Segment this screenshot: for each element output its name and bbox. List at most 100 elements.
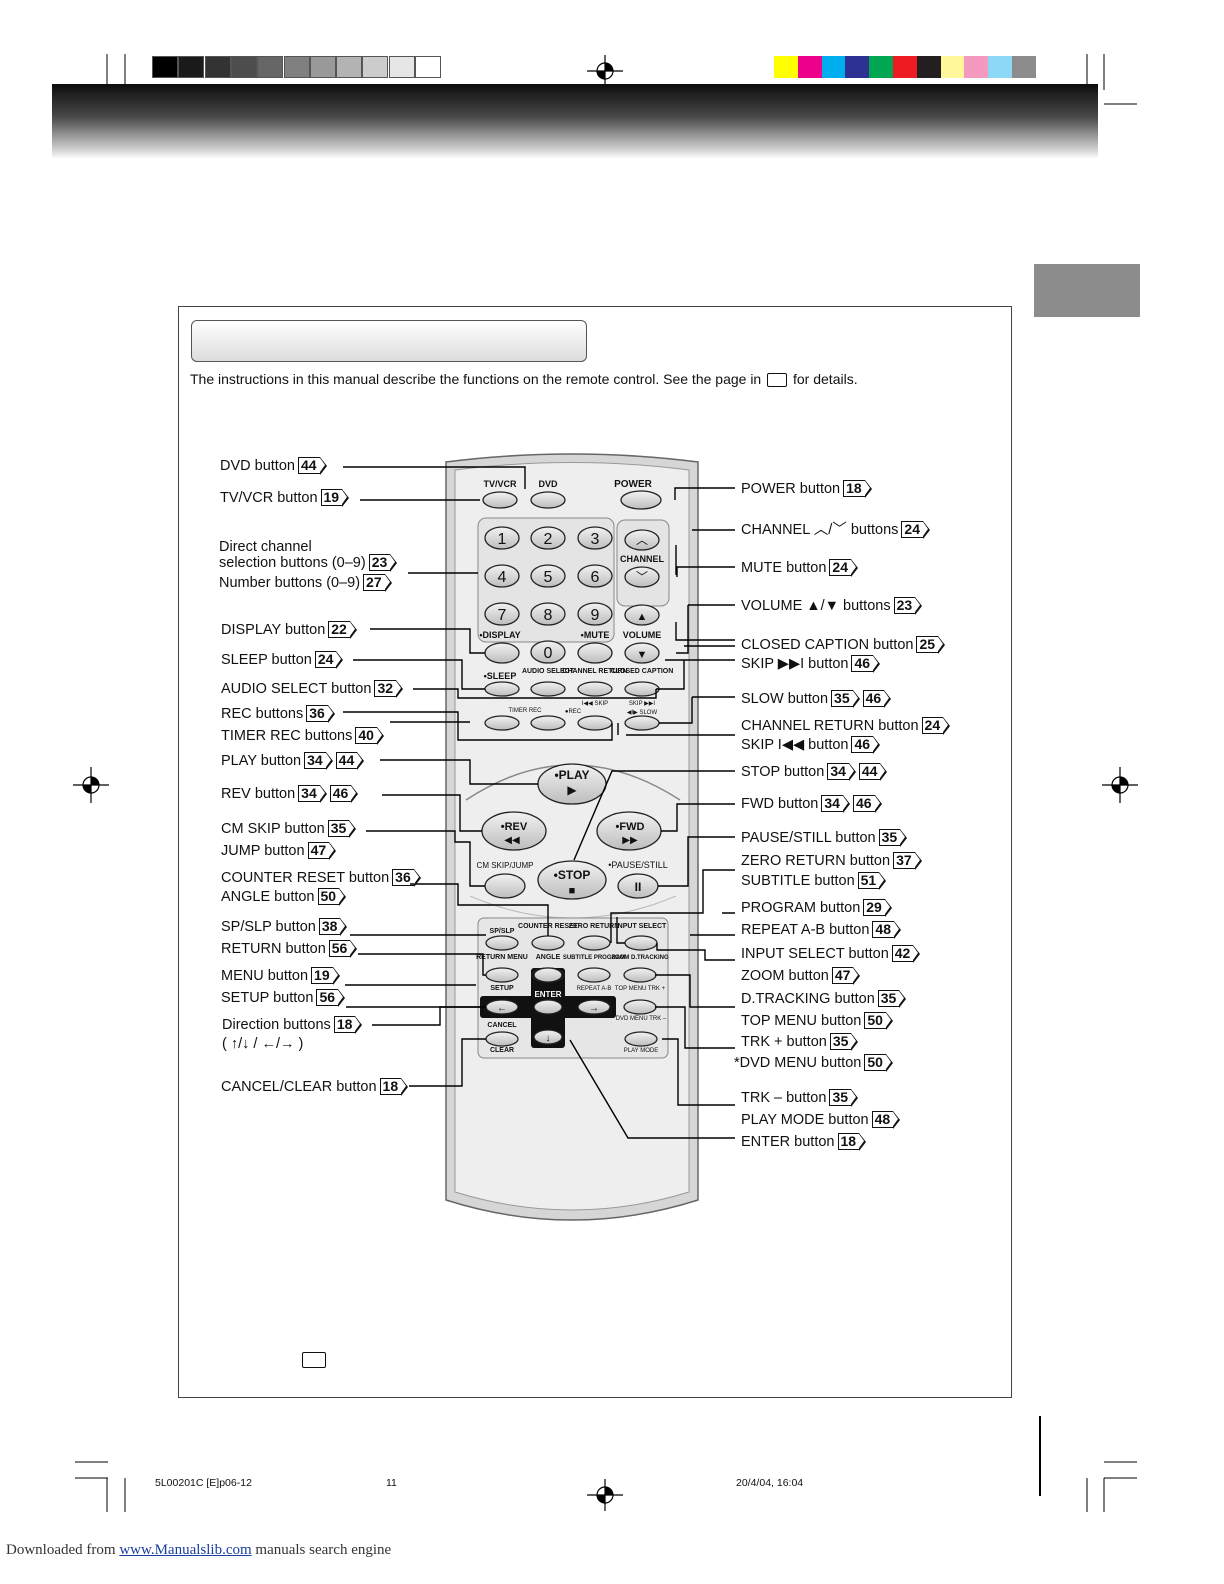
page-reference: 56 [316, 988, 345, 1007]
counter-reset-button[interactable] [531, 935, 565, 951]
page-reference: 46 [851, 735, 880, 754]
page-reference: 34 [304, 751, 333, 770]
leader-line [659, 697, 693, 724]
skip-back-button[interactable] [577, 715, 613, 731]
digit-0-button[interactable] [530, 640, 566, 664]
dvd-menu-trk-minus-button[interactable] [624, 1031, 658, 1047]
sp-slp-button[interactable] [485, 935, 519, 951]
channel-down-icon: ﹀ [636, 570, 648, 584]
label-text: TOP MENU button [741, 1013, 862, 1029]
label-text: D.TRACKING button [741, 991, 875, 1007]
pause-icon: II [635, 880, 642, 894]
cm-skip-button[interactable] [484, 873, 526, 899]
page-reference: 40 [355, 726, 384, 745]
leader-line [358, 953, 486, 976]
direction-up-button[interactable] [533, 967, 563, 983]
sleep-button[interactable] [484, 681, 520, 697]
channel-return-button[interactable] [577, 681, 613, 697]
page-reference: 35 [877, 989, 906, 1008]
gray-swatch [152, 56, 178, 78]
gray-swatch [362, 56, 389, 78]
direction-right-button[interactable] [577, 999, 611, 1015]
slow-button[interactable] [624, 715, 660, 731]
page-reference: 23 [368, 553, 397, 572]
stop-button[interactable] [537, 860, 607, 900]
digit-7-button[interactable] [484, 602, 520, 626]
label-text: Number buttons (0–9) [219, 575, 361, 591]
volume-down-button[interactable] [624, 642, 660, 664]
leader-line [382, 794, 482, 832]
channel-up-button[interactable] [624, 529, 660, 551]
page-reference: 51 [857, 871, 886, 890]
power-button[interactable] [620, 490, 662, 510]
enter-button[interactable] [533, 999, 563, 1015]
zoom-dtracking-label: ZOOM D.TRACKING [611, 955, 669, 961]
gray-swatch [309, 56, 336, 78]
digit-3-button[interactable] [577, 526, 613, 550]
channel-label: CHANNEL [620, 554, 665, 564]
display-label: •DISPLAY [479, 630, 520, 640]
closed-caption-button[interactable] [624, 681, 660, 697]
digit-2-button[interactable] [530, 526, 566, 550]
zero-return-button[interactable] [577, 935, 611, 951]
label-text: TIMER REC buttons [221, 728, 353, 744]
label-text: CHANNEL RETURN button [741, 718, 919, 734]
direction-down-button[interactable] [533, 1029, 563, 1045]
return-menu-button[interactable] [485, 967, 519, 983]
skip-back-label: I◀◀ SKIP [582, 701, 608, 707]
tvvcr-label: TV/VCR [483, 479, 517, 489]
rec-button[interactable] [530, 715, 566, 731]
channel-up-icon: ︿ [636, 533, 648, 547]
digit-9-button[interactable] [577, 602, 613, 626]
mute-button[interactable] [577, 642, 613, 664]
label-text: STOP button [741, 764, 825, 780]
channel-down-button[interactable] [624, 566, 660, 588]
page-reference: 19 [320, 488, 349, 507]
subtitle-program-button[interactable] [577, 967, 611, 983]
label-text: SLOW button [741, 691, 829, 707]
label-text: Direction buttons [222, 1017, 331, 1033]
label-text: ANGLE button [221, 889, 315, 905]
tvvcr-button[interactable] [482, 491, 518, 509]
page-reference-icon [302, 1352, 326, 1368]
leader-line [366, 830, 485, 887]
zero-return-label: ZERO RETURN [569, 923, 620, 930]
leader-line [661, 803, 735, 832]
dvd-button[interactable] [530, 491, 566, 509]
page-reference: 18 [843, 479, 872, 498]
label-text: VOLUME ▲/▼ buttons [741, 598, 891, 614]
color-swatch [988, 56, 1013, 78]
zoom-dtracking-button[interactable] [623, 967, 657, 983]
label-text: PROGRAM button [741, 900, 861, 916]
digit-1-button[interactable] [484, 526, 520, 550]
gray-swatch [283, 56, 310, 78]
color-swatch [964, 56, 989, 78]
volume-up-button[interactable] [624, 604, 660, 626]
label-text: AUDIO SELECT button [221, 681, 372, 697]
digit-6-button[interactable] [577, 564, 613, 588]
cancel-clear-button[interactable] [485, 1031, 519, 1047]
audio-select-button[interactable] [530, 681, 566, 697]
color-swatch [1012, 56, 1036, 78]
gray-swatch [178, 56, 205, 78]
digit-4-button[interactable] [484, 564, 520, 588]
digit-5-button[interactable] [530, 564, 566, 588]
leader-line [674, 487, 735, 500]
top-menu-trk-plus-button[interactable] [623, 999, 657, 1015]
timer-rec-button[interactable] [484, 715, 520, 731]
manualslib-link[interactable]: www.Manualslib.com [119, 1542, 252, 1558]
display-button[interactable] [484, 642, 520, 664]
digit-8-button[interactable] [530, 602, 566, 626]
input-select-button[interactable] [624, 935, 658, 951]
